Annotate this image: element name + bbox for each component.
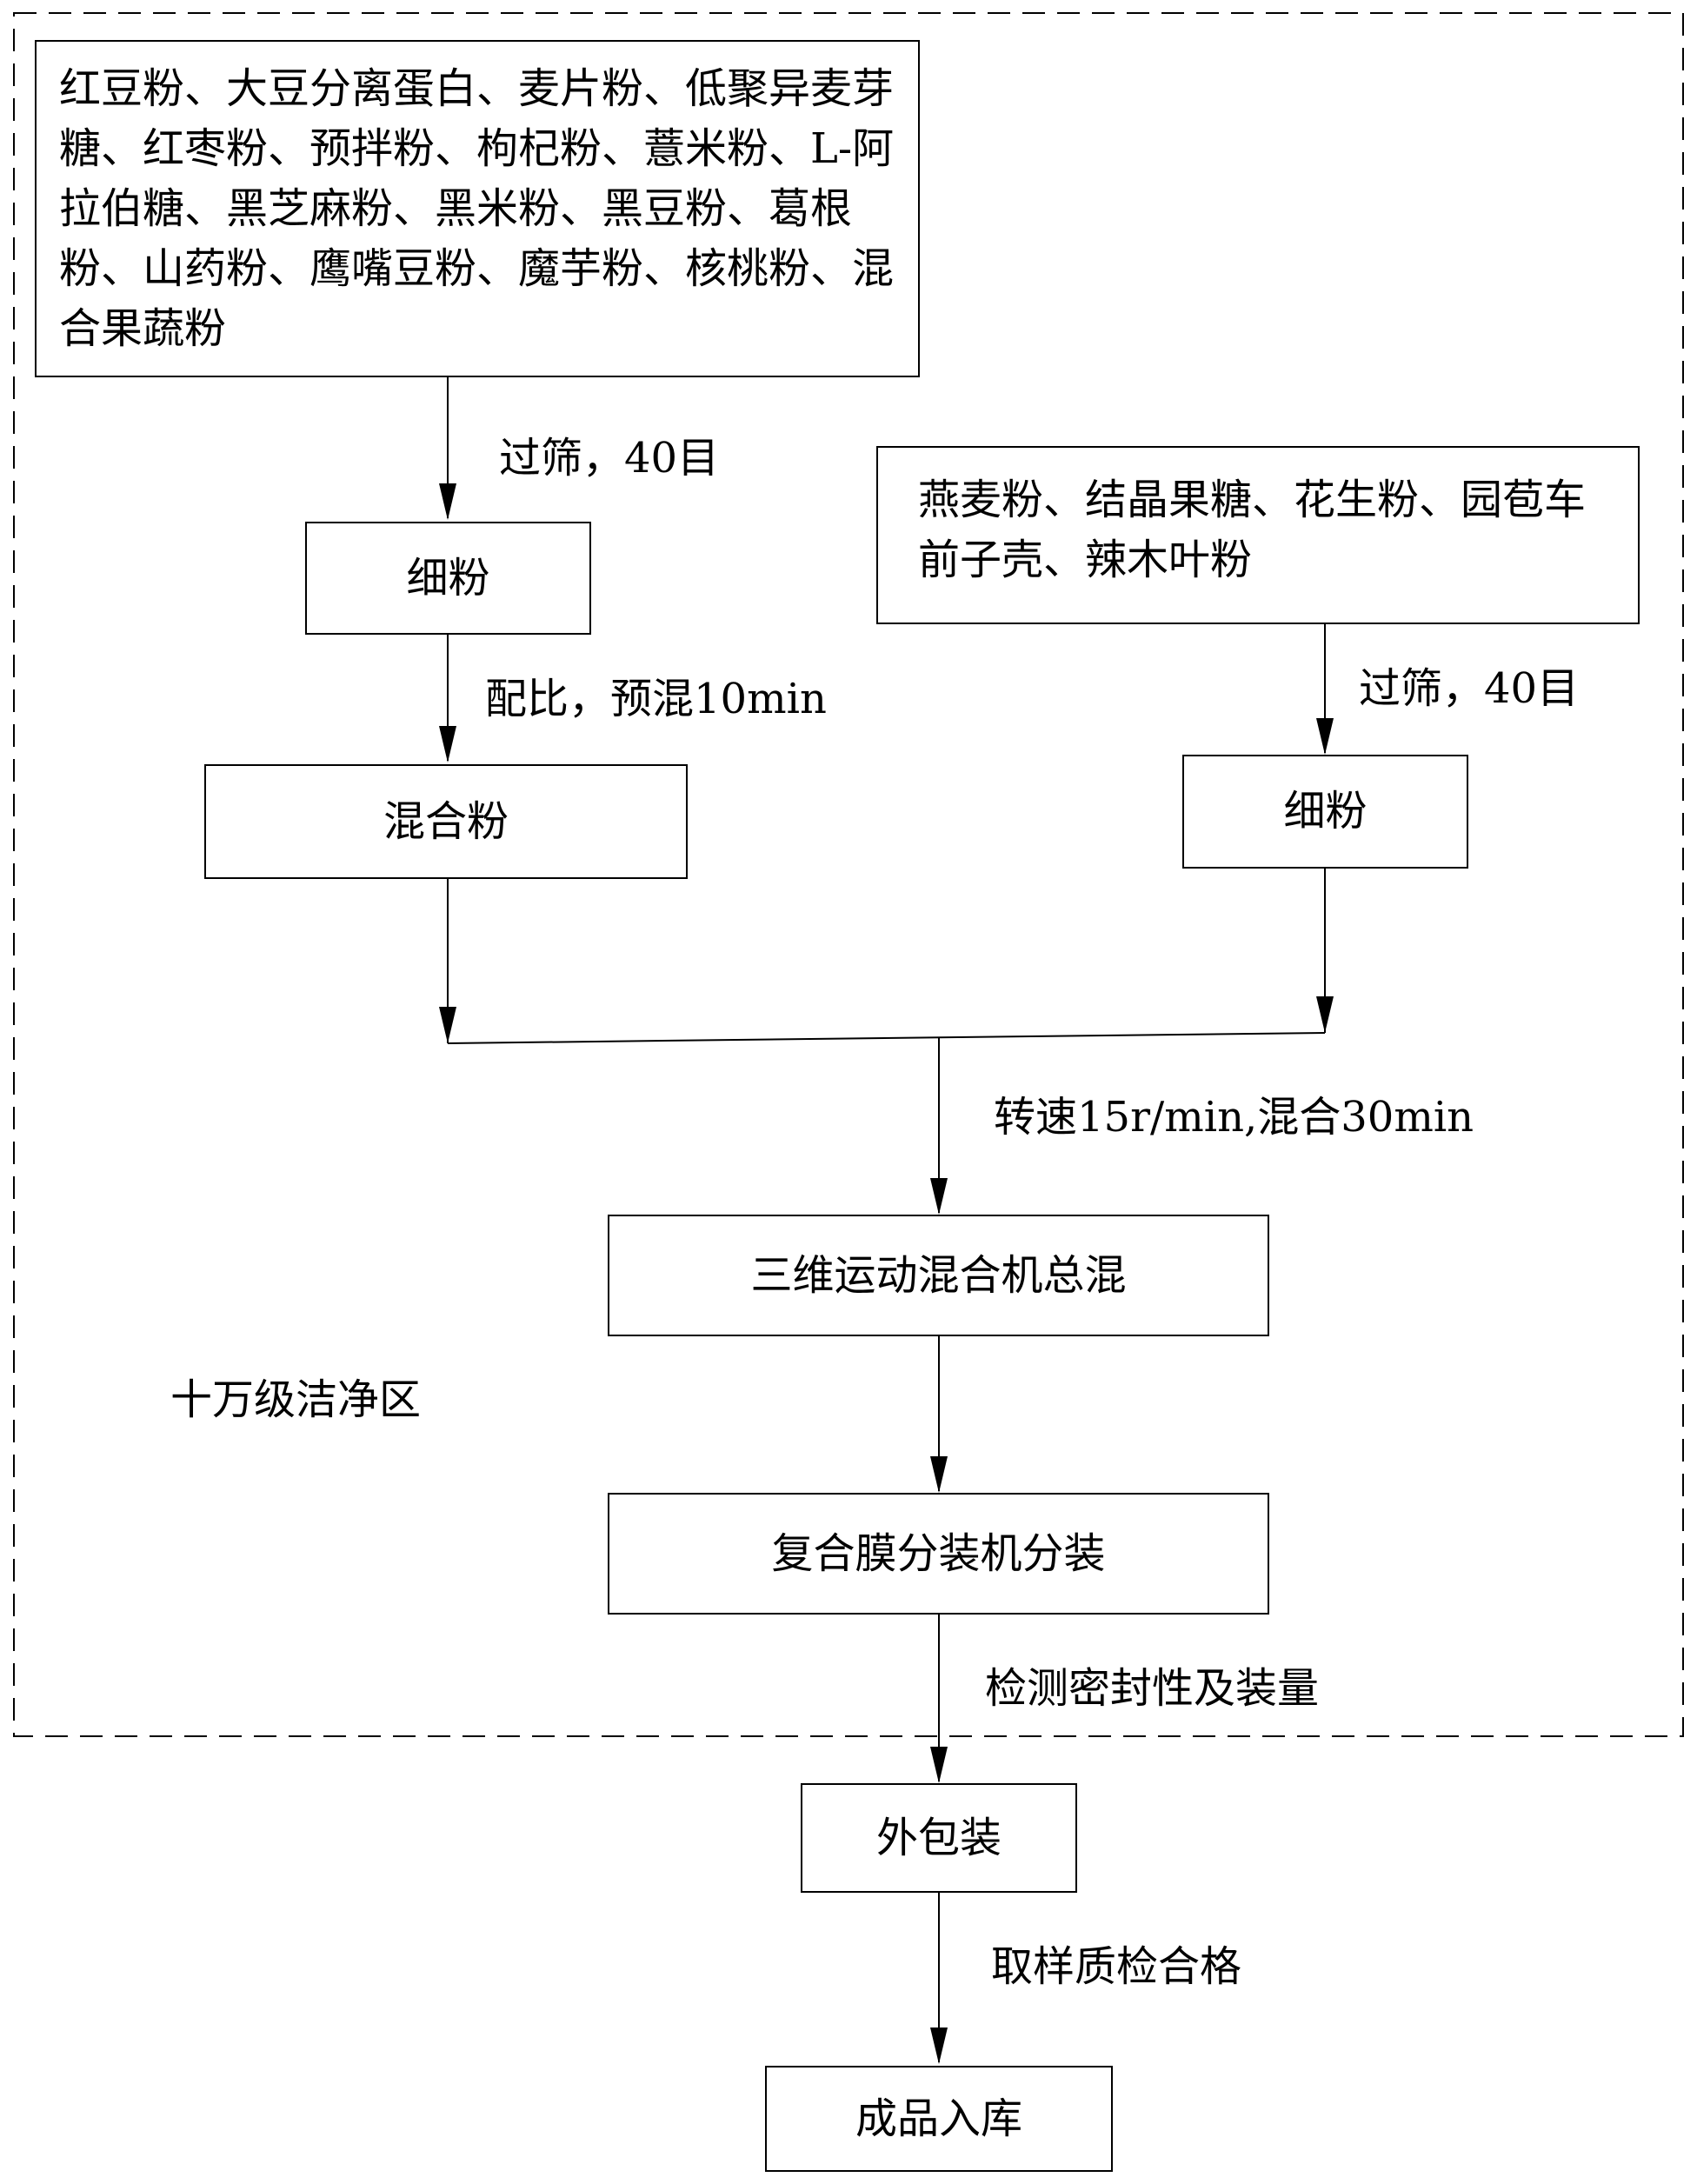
clean-zone-border	[13, 12, 1684, 1737]
right-ingredients-box: 燕麦粉、结晶果糖、花生粉、园苞车前子壳、辣木叶粉	[876, 446, 1640, 624]
seal-check-label: 检测密封性及装量	[985, 1664, 1320, 1713]
left-sieve-label: 过筛，40目	[499, 434, 720, 483]
left-fine-powder-box: 细粉	[305, 522, 591, 635]
warehouse-box: 成品入库	[765, 2066, 1113, 2172]
mixed-powder-box: 混合粉	[204, 764, 688, 879]
warehouse-text: 成品入库	[855, 2094, 1022, 2143]
right-fine-powder-box: 细粉	[1182, 755, 1468, 869]
right-sieve-label: 过筛，40目	[1359, 664, 1580, 713]
left-ingredients-text: 红豆粉、大豆分离蛋白、麦片粉、低聚异麦芽糖、红枣粉、预拌粉、枸杞粉、薏米粉、L-…	[59, 64, 895, 353]
right-fine-powder-text: 细粉	[1283, 787, 1368, 836]
join-line	[447, 1032, 1326, 1044]
packing-box: 复合膜分装机分装	[608, 1493, 1269, 1615]
clean-zone-label: 十万级洁净区	[170, 1375, 422, 1424]
mix-condition-label: 转速15r/min,混合30min	[994, 1093, 1474, 1142]
mixed-powder-text: 混合粉	[383, 796, 509, 846]
total-mix-box: 三维运动混合机总混	[608, 1215, 1269, 1336]
left-fine-powder-text: 细粉	[406, 553, 490, 603]
packing-text: 复合膜分装机分装	[771, 1528, 1106, 1578]
outer-packing-text: 外包装	[875, 1813, 1002, 1862]
quality-check-label: 取样质检合格	[991, 1942, 1242, 1991]
left-premix-label: 配比，预混10min	[485, 675, 827, 723]
total-mix-text: 三维运动混合机总混	[750, 1250, 1127, 1300]
outer-packing-box: 外包装	[801, 1783, 1077, 1893]
right-ingredients-text: 燕麦粉、结晶果糖、花生粉、园苞车前子壳、辣木叶粉	[918, 476, 1587, 584]
left-ingredients-box: 红豆粉、大豆分离蛋白、麦片粉、低聚异麦芽糖、红枣粉、预拌粉、枸杞粉、薏米粉、L-…	[35, 40, 920, 377]
